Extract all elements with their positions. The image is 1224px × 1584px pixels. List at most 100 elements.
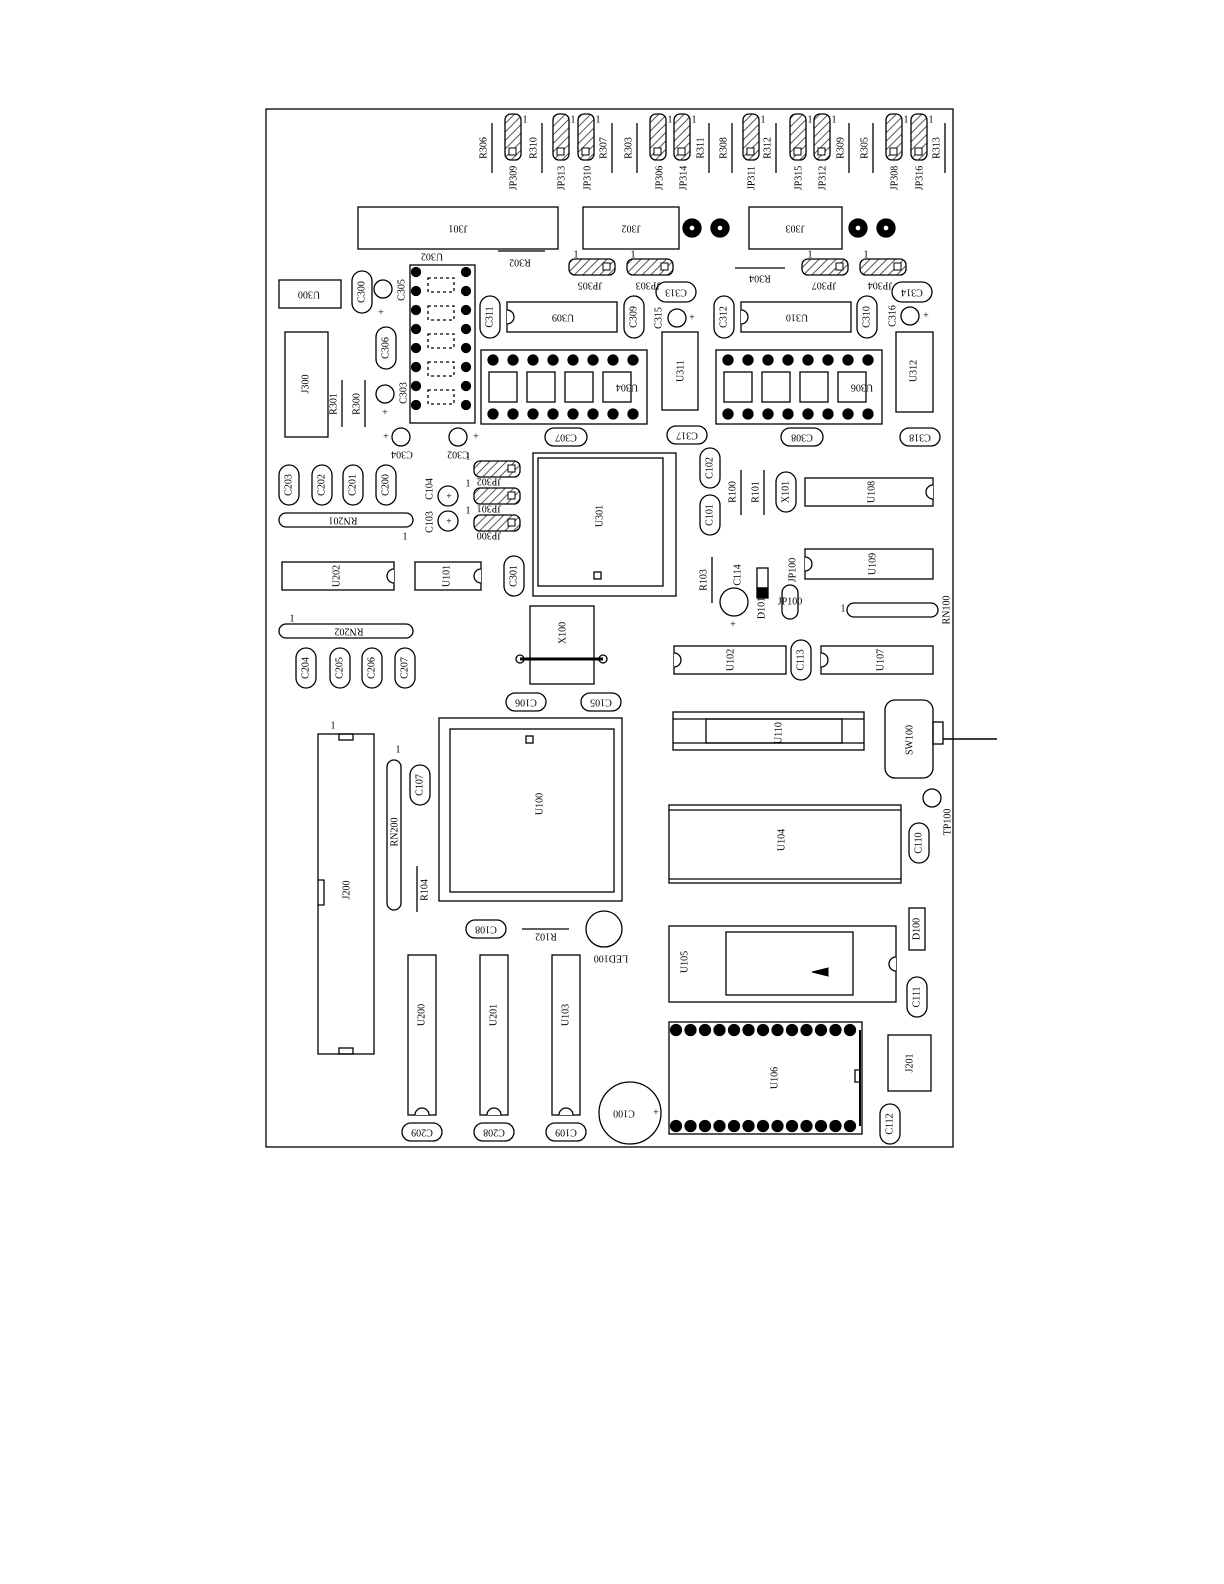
capacitor-c301 xyxy=(503,555,525,597)
electrolytic-c104 xyxy=(437,485,459,507)
label-d101: D101 xyxy=(756,597,767,619)
ic-notch xyxy=(414,1107,430,1116)
label-c114: C114 xyxy=(732,564,743,585)
pad xyxy=(800,1023,813,1037)
label-c205: C205 xyxy=(334,657,345,679)
capacitor-c312 xyxy=(713,295,735,339)
label-c113: C113 xyxy=(795,649,806,670)
pad xyxy=(713,1023,726,1037)
label-c307: C307 xyxy=(555,432,577,443)
smd-chip xyxy=(761,371,791,403)
pad xyxy=(742,408,754,420)
connector-j302 xyxy=(582,206,680,250)
jumper-pad xyxy=(793,147,802,156)
capacitor-c313 xyxy=(655,281,697,303)
label-x100: X100 xyxy=(557,622,568,644)
pad xyxy=(713,1119,726,1133)
ic-notch xyxy=(486,1107,502,1116)
label-c201: C201 xyxy=(347,474,358,496)
label-sw100: SW100 xyxy=(904,725,915,755)
label-jp305: JP305 xyxy=(578,280,602,291)
ic-u301-plcc xyxy=(532,452,677,597)
pad xyxy=(410,361,422,373)
capacitor-c209 xyxy=(401,1122,443,1142)
jumper-pad xyxy=(508,147,517,156)
label-u104: U104 xyxy=(776,829,787,851)
label-r301: R301 xyxy=(328,393,339,415)
label-c206: C206 xyxy=(366,657,377,679)
pin-one-marker xyxy=(525,735,534,744)
label-r308: R308 xyxy=(718,137,729,159)
capacitor-c109 xyxy=(545,1122,587,1142)
capacitor-c310 xyxy=(856,295,878,339)
label-jp300: JP300 xyxy=(477,530,501,541)
pad xyxy=(567,354,579,366)
jumper-pad xyxy=(556,147,565,156)
capacitor-c205 xyxy=(329,647,351,689)
ic-notch xyxy=(804,556,813,572)
smd-outline xyxy=(427,333,455,349)
capacitor-c300 xyxy=(351,270,373,314)
label-u101: U101 xyxy=(441,565,452,587)
polarity-plus-mark: + xyxy=(653,1107,659,1118)
label-j200: J200 xyxy=(341,881,352,900)
ic-u110-window xyxy=(705,718,843,744)
label-r304: R304 xyxy=(749,273,771,284)
label-c112: C112 xyxy=(884,1113,895,1134)
label-c101: C101 xyxy=(704,504,715,526)
smd-chip xyxy=(837,371,867,403)
pad xyxy=(460,399,472,411)
capacitor-c203 xyxy=(278,464,300,506)
label-rn200: RN200 xyxy=(389,818,400,847)
label-u200: U200 xyxy=(416,1004,427,1026)
capacitor-c206 xyxy=(361,647,383,689)
pad xyxy=(507,408,519,420)
ic-socket-u106 xyxy=(668,1021,863,1135)
pin-one-marker xyxy=(593,571,602,580)
pad xyxy=(785,1023,799,1037)
resistor-network-rn202 xyxy=(278,623,414,639)
capacitor-c110 xyxy=(908,822,930,864)
label-tp100: TP100 xyxy=(942,809,953,836)
pin-one-mark: 1 xyxy=(761,114,766,125)
pin-one-mark: 1 xyxy=(574,249,579,260)
label-c308: C308 xyxy=(791,432,813,443)
connector-key xyxy=(318,879,325,906)
label-u106: U106 xyxy=(769,1067,780,1089)
label-jp311: JP311 xyxy=(746,166,757,190)
capacitor-c314 xyxy=(891,281,933,303)
pad xyxy=(410,304,422,316)
label-r311: R311 xyxy=(695,137,706,158)
pin-one-mark: 1 xyxy=(668,114,673,125)
label-u302: U302 xyxy=(421,251,443,262)
pad xyxy=(698,1023,712,1037)
capacitor-c105 xyxy=(580,692,622,712)
pad xyxy=(802,408,814,420)
capacitor-c111 xyxy=(906,976,928,1018)
jumper-pad xyxy=(835,262,844,271)
label-c200: C200 xyxy=(380,474,391,496)
capacitor-x101 xyxy=(775,471,797,513)
label-c306: C306 xyxy=(380,337,391,359)
pad xyxy=(607,408,619,420)
label-r307: R307 xyxy=(598,137,609,159)
pad xyxy=(862,354,874,366)
label-u306: U306 xyxy=(851,382,873,393)
label-c107: C107 xyxy=(414,774,425,796)
testpoint-tp100 xyxy=(922,788,942,808)
resistor-network-rn201 xyxy=(278,512,414,528)
mounting-hole xyxy=(688,224,696,232)
pad xyxy=(627,354,639,366)
label-c313: C313 xyxy=(665,287,687,298)
pad xyxy=(410,380,422,392)
pad xyxy=(410,285,422,297)
label-c305: C305 xyxy=(396,279,407,301)
capacitor-c102 xyxy=(699,447,721,489)
connector-j300 xyxy=(284,331,329,438)
polarity-plus-mark: + xyxy=(923,310,929,321)
pad xyxy=(814,1023,828,1037)
pad xyxy=(587,408,599,420)
label-u105: U105 xyxy=(679,951,690,973)
polarity-plus-mark: + xyxy=(689,312,695,323)
